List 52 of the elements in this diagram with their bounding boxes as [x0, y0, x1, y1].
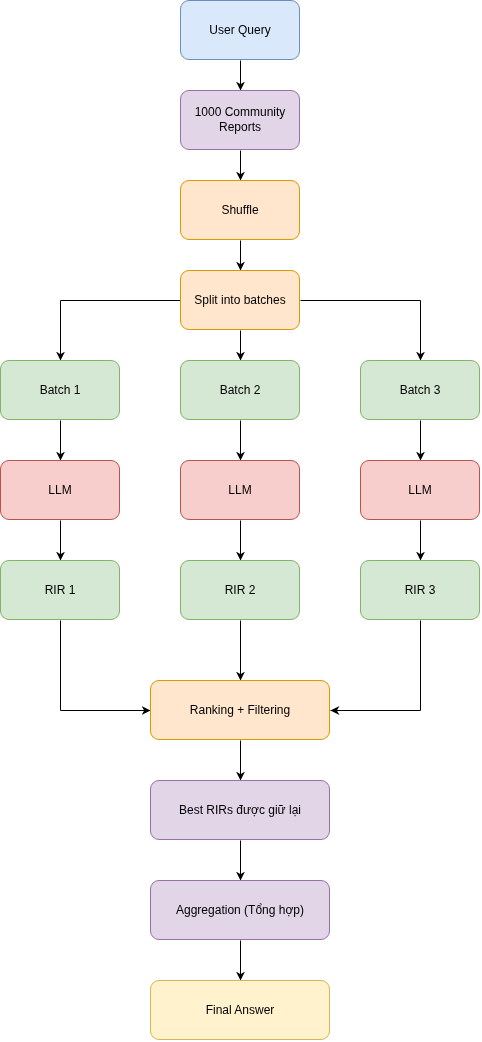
arrow: [300, 300, 425, 361]
box-label: LLM: [228, 482, 252, 498]
process-box: [180, 560, 300, 620]
box-label: Ranking + Filtering: [189, 702, 291, 718]
box-label: Final Answer: [205, 1002, 275, 1018]
box-label: RIR 3: [404, 582, 436, 598]
process-box: [360, 360, 480, 420]
arrow: [56, 420, 65, 461]
box-label: Best RIRs được giữ lại: [179, 802, 301, 818]
box-label: Batch 1: [39, 382, 81, 398]
arrow: [236, 940, 245, 981]
process-box: [180, 270, 300, 330]
process-box: [150, 980, 330, 1040]
arrow: [60, 620, 151, 715]
process-box: [180, 360, 300, 420]
process-box: [180, 180, 300, 240]
process-box: [180, 460, 300, 520]
box-label: Split into batches: [194, 292, 286, 308]
process-box: [0, 460, 120, 520]
arrow: [236, 840, 245, 881]
arrow: [236, 620, 245, 681]
arrow: [236, 150, 245, 181]
arrow: [236, 240, 245, 271]
box-label: LLM: [48, 482, 72, 498]
arrow: [416, 420, 425, 461]
process-box: [180, 90, 300, 150]
process-box: [150, 780, 330, 840]
box-label: Aggregation (Tổng hợp): [176, 902, 304, 918]
box-label: Batch 2: [219, 382, 261, 398]
process-box: [360, 560, 480, 620]
process-box: [180, 0, 300, 60]
box-label: User Query: [209, 22, 271, 38]
box-label: Shuffle: [221, 202, 259, 218]
box-label: Batch 3: [399, 382, 441, 398]
arrow: [236, 520, 245, 561]
box-label: LLM: [408, 482, 432, 498]
arrow: [236, 420, 245, 461]
arrow: [236, 740, 245, 781]
arrow: [330, 620, 421, 715]
arrow: [236, 330, 245, 361]
box-label: 1000 Community Reports: [193, 105, 287, 135]
arrow: [56, 520, 65, 561]
box-label: RIR 2: [224, 582, 256, 598]
process-box: [150, 680, 330, 740]
arrow: [56, 300, 181, 361]
process-box: [150, 880, 330, 940]
box-label: RIR 1: [44, 582, 76, 598]
process-box: [0, 560, 120, 620]
process-box: [360, 460, 480, 520]
process-box: [0, 360, 120, 420]
arrow: [236, 60, 245, 91]
arrow: [416, 520, 425, 561]
